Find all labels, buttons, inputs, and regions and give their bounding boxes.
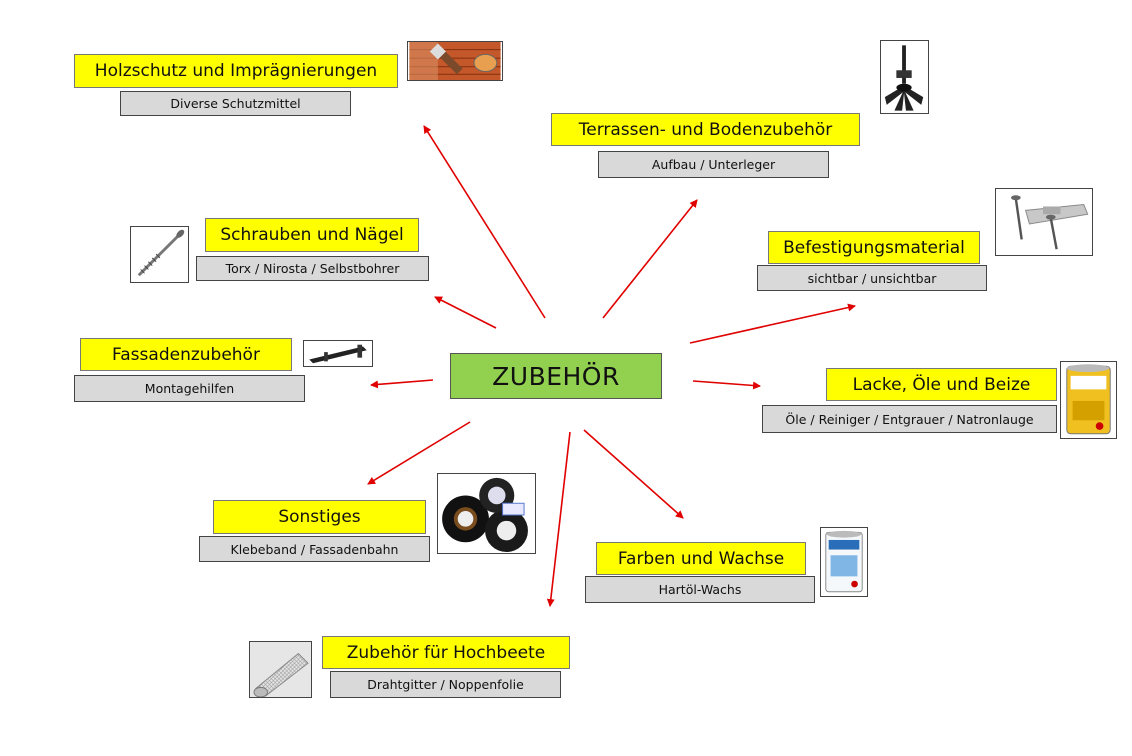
category-subtitle-farben: Hartöl-Wachs xyxy=(585,576,815,603)
arrow-terrassen xyxy=(602,199,698,319)
wire-mesh-roll-icon xyxy=(249,641,312,698)
arrow-hochbeete xyxy=(546,431,571,607)
category-subtitle-schrauben: Torx / Nirosta / Selbstbohrer xyxy=(196,256,429,281)
category-subtitle-hochbeete: Drahtgitter / Noppenfolie xyxy=(330,671,561,698)
category-subtitle-holzschutz: Diverse Schutzmittel xyxy=(120,91,351,116)
category-title-befestigung[interactable]: Befestigungsmaterial xyxy=(768,231,980,264)
arrow-fassaden xyxy=(370,379,434,389)
adjustable-pedestal-icon xyxy=(880,40,929,114)
category-title-hochbeete[interactable]: Zubehör für Hochbeete xyxy=(322,636,570,669)
category-title-fassaden[interactable]: Fassadenzubehör xyxy=(80,338,292,371)
oil-can-icon xyxy=(1060,361,1117,439)
tape-rolls-icon xyxy=(437,473,536,554)
arrow-lacke xyxy=(692,380,761,390)
center-node: ZUBEHÖR xyxy=(450,353,662,399)
category-title-holzschutz[interactable]: Holzschutz und Imprägnierungen xyxy=(74,54,398,88)
arrow-schrauben xyxy=(434,296,497,329)
category-title-sonstiges[interactable]: Sonstiges xyxy=(213,500,426,534)
category-subtitle-terrassen: Aufbau / Unterleger xyxy=(598,151,829,178)
category-subtitle-fassaden: Montagehilfen xyxy=(74,375,305,402)
wax-can-icon xyxy=(820,527,868,597)
arrow-farben xyxy=(583,429,684,519)
category-subtitle-sonstiges: Klebeband / Fassadenbahn xyxy=(199,536,430,562)
category-title-farben[interactable]: Farben und Wachse xyxy=(596,542,806,575)
category-title-lacke[interactable]: Lacke, Öle und Beize xyxy=(826,368,1057,401)
category-subtitle-lacke: Öle / Reiniger / Entgrauer / Natronlauge xyxy=(762,405,1057,433)
deck-clip-icon xyxy=(995,188,1093,256)
category-title-terrassen[interactable]: Terrassen- und Bodenzubehör xyxy=(551,113,860,146)
wood-painting-icon xyxy=(407,41,503,81)
arrow-befestigung xyxy=(689,303,856,344)
category-title-schrauben[interactable]: Schrauben und Nägel xyxy=(205,218,419,252)
category-subtitle-befestigung: sichtbar / unsichtbar xyxy=(757,265,987,291)
screw-icon xyxy=(130,226,189,283)
arrow-holzschutz xyxy=(423,125,546,319)
mounting-bracket-icon xyxy=(303,340,373,367)
arrow-sonstiges xyxy=(367,421,471,485)
